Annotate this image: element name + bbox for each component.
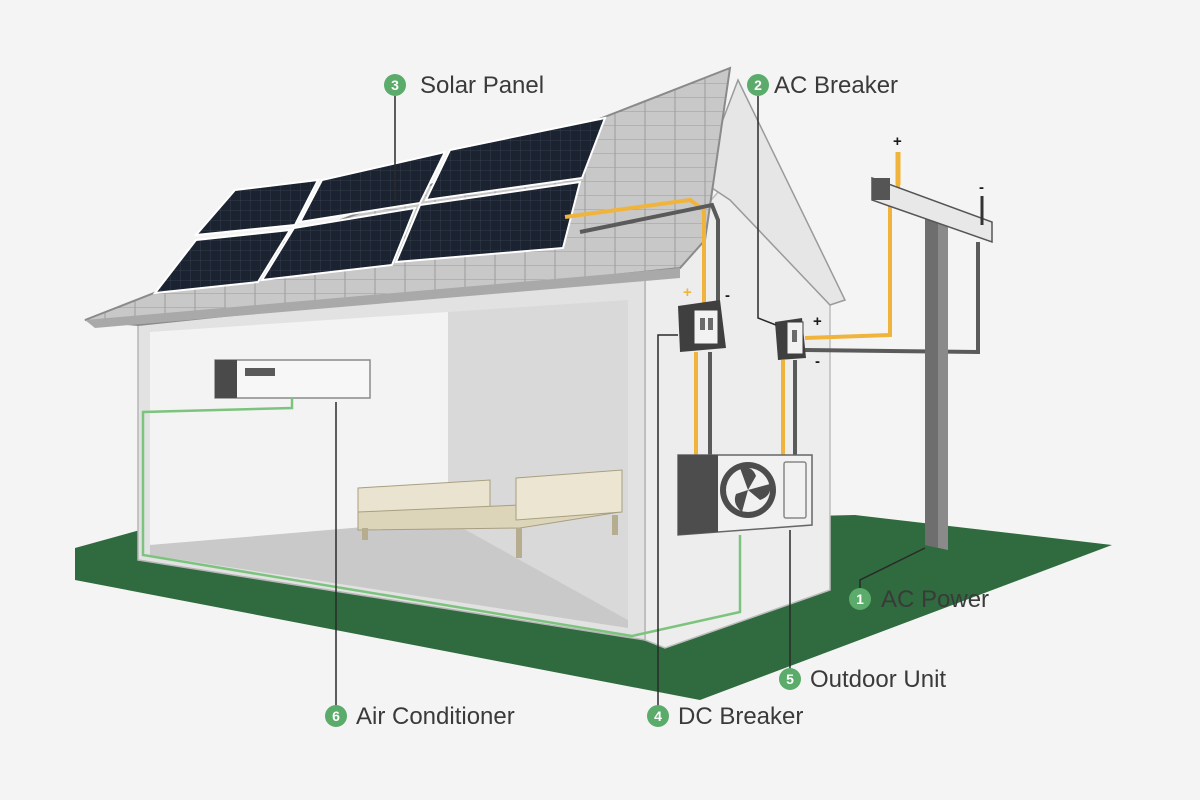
pole-minus-sign: - (979, 179, 984, 196)
callout-outdoor-unit: 5 Outdoor Unit (779, 666, 946, 693)
outdoor-unit (677, 454, 813, 536)
callout-label-dc-breaker: DC Breaker (678, 703, 803, 730)
callout-label-outdoor-unit: Outdoor Unit (810, 666, 946, 693)
callout-number: 3 (391, 77, 399, 93)
indoor-ac-unit (214, 359, 371, 399)
sofa (357, 469, 623, 558)
leader-lines (335, 96, 926, 714)
dc-plus-sign: + (683, 284, 692, 301)
leader-ac-breaker (757, 96, 777, 326)
leader-dc-breaker (657, 334, 678, 714)
signal-wire (141, 398, 742, 638)
callout-solar-panel: 3 Solar Panel (384, 72, 544, 99)
dc-breaker-box (678, 300, 726, 352)
callout-number: 2 (754, 77, 762, 93)
ac-grid-wire-neg (804, 242, 980, 355)
utility-pole (871, 152, 993, 550)
ac-minus-sign: - (815, 353, 820, 370)
solar-panel (193, 178, 320, 237)
solar-panel (260, 206, 417, 282)
callout-number: 4 (654, 708, 662, 724)
interior-right-wall (448, 300, 628, 620)
callout-number: 5 (786, 671, 794, 687)
solar-panel (394, 180, 582, 264)
dc-negative-wire (579, 202, 720, 305)
callout-label-air-conditioner: Air Conditioner (356, 703, 515, 730)
callout-dc-breaker: 4 DC Breaker (647, 703, 803, 730)
ac-breaker-box (775, 318, 806, 360)
callout-number: 6 (332, 708, 340, 724)
dc-minus-sign: - (725, 287, 730, 304)
callout-ac-breaker: 2 AC Breaker (747, 72, 898, 99)
interior-floor (150, 520, 628, 628)
dc-wire (564, 197, 706, 305)
callout-ac-power: 1 AC Power (849, 586, 989, 613)
ac-plus-sign: + (813, 313, 822, 330)
solar-panel (152, 228, 292, 295)
callout-air-conditioner: 6 Air Conditioner (325, 703, 515, 730)
callout-label-ac-power: AC Power (881, 586, 989, 613)
roof-edge (85, 268, 680, 328)
pole-plus-sign: + (893, 133, 902, 150)
solar-panel-array (152, 116, 607, 295)
callout-label-ac-breaker: AC Breaker (774, 72, 898, 99)
house-gable (699, 78, 847, 306)
solar-panel (298, 150, 447, 224)
solar-panel (424, 116, 607, 202)
callout-label-solar-panel: Solar Panel (420, 72, 544, 99)
callout-number: 1 (856, 591, 864, 607)
